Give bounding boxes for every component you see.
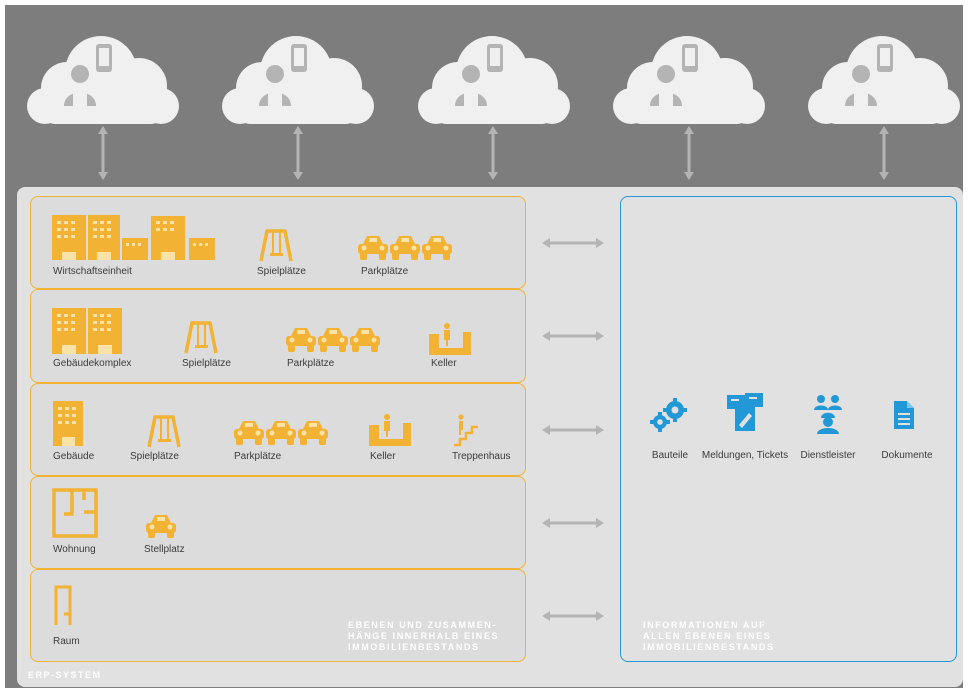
item-label: Spielplätze	[257, 266, 306, 277]
swing-icon	[147, 415, 181, 448]
info-caption: INFORMATIONEN AUF ALLEN EBENEN EINES IMM…	[643, 620, 775, 652]
gears-icon	[650, 398, 687, 432]
cloud-user-phone-icon	[802, 22, 964, 130]
item-label: Gebäudekomplex	[53, 358, 132, 369]
info-item-label: Bauteile	[651, 450, 689, 461]
cellar-icon	[369, 414, 411, 446]
item-label: Gebäude	[53, 451, 95, 462]
cloud-user-phone-icon	[216, 22, 378, 130]
building-complex-icon	[52, 308, 122, 354]
floorplan-icon	[52, 488, 98, 538]
stairs-icon	[454, 414, 478, 447]
item-label: Wirtschaftseinheit	[53, 266, 132, 277]
building-group-icon	[52, 215, 215, 260]
item-label: Parkplätze	[361, 266, 409, 277]
bidirectional-arrow-icon	[542, 425, 604, 435]
cars-icon	[234, 421, 328, 445]
cars-icon	[358, 236, 452, 260]
cloud-user-phone-icon	[21, 22, 183, 130]
level-raum	[30, 569, 526, 662]
info-item-label: Dokumente	[881, 450, 933, 461]
cars-icon	[286, 328, 380, 352]
item-label: Spielplätze	[130, 451, 179, 462]
car-icon	[146, 515, 176, 538]
tickets-icon	[727, 393, 763, 431]
vertical-arrow-icon	[98, 126, 108, 180]
item-label: Treppenhaus	[452, 451, 511, 462]
bidirectional-arrow-icon	[542, 518, 604, 528]
vertical-arrow-icon	[684, 126, 694, 180]
levels-caption: EBENEN UND ZUSAMMEN- HÄNGE INNERHALB EIN…	[348, 620, 500, 652]
swing-icon	[184, 321, 218, 354]
erp-system-label: ERP-SYSTEM	[28, 670, 102, 680]
swing-icon	[259, 229, 293, 262]
item-label: Parkplätze	[287, 358, 335, 369]
item-label: Raum	[53, 636, 80, 647]
item-label: Spielplätze	[182, 358, 231, 369]
cloud-user-phone-icon	[412, 22, 574, 130]
item-label: Wohnung	[53, 544, 96, 555]
document-icon	[894, 401, 914, 429]
vertical-arrow-icon	[293, 126, 303, 180]
vertical-arrow-icon	[488, 126, 498, 180]
cloud-user-phone-icon	[607, 22, 769, 130]
bidirectional-arrow-icon	[542, 611, 604, 621]
item-label: Keller	[431, 358, 457, 369]
bidirectional-arrow-icon	[542, 331, 604, 341]
room-icon	[54, 585, 72, 625]
level-wohnung	[30, 476, 526, 569]
info-item-label: Meldungen, Tickets	[701, 450, 789, 461]
vertical-arrow-icon	[879, 126, 889, 180]
service-providers-icon	[814, 395, 842, 434]
info-item-label: Dienstleister	[800, 450, 856, 461]
cellar-icon	[429, 323, 471, 355]
bidirectional-arrow-icon	[542, 238, 604, 248]
item-label: Stellplatz	[144, 544, 185, 555]
building-icon	[53, 401, 83, 446]
item-label: Keller	[370, 451, 396, 462]
item-label: Parkplätze	[234, 451, 282, 462]
